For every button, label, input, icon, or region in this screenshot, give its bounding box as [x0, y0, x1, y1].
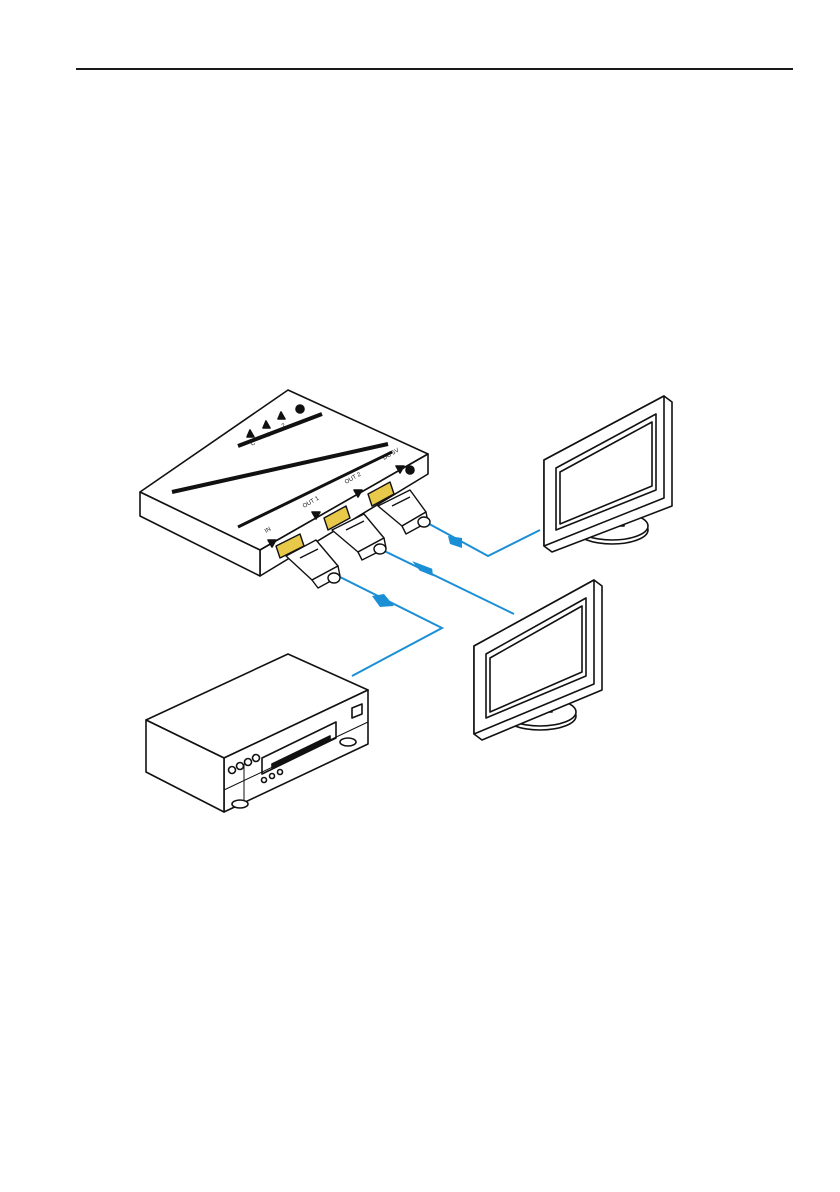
dc-jack-icon — [406, 466, 414, 474]
vcr-button-icon — [262, 778, 267, 783]
vcr-button-icon — [270, 774, 275, 779]
monitor-back — [544, 396, 672, 552]
vcr-button-icon — [229, 767, 236, 774]
power-led-icon — [296, 405, 304, 413]
cable-source-to-splitter — [330, 572, 442, 676]
flow-arrow-icon — [410, 561, 435, 576]
vcr-button-icon — [278, 770, 283, 775]
vcr-button-icon — [253, 755, 260, 762]
cable-out2-to-monitor-back — [422, 520, 540, 556]
flow-arrow-icon — [448, 536, 462, 548]
vcr-button-icon — [245, 759, 252, 766]
flow-arrow-icon — [372, 594, 394, 607]
vcr-source-device — [146, 654, 368, 812]
vcr-button-icon — [237, 763, 244, 770]
